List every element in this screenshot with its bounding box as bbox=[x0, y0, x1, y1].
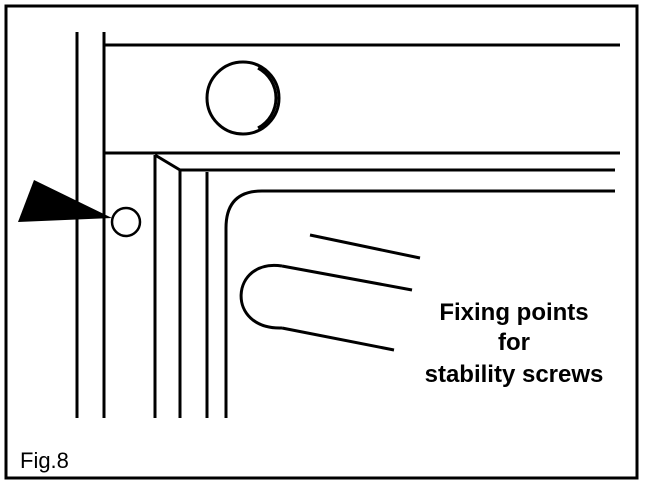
corner-bevel-line bbox=[154, 153, 181, 172]
caption-line-3: stability screws bbox=[424, 361, 604, 388]
guide-line-top bbox=[309, 233, 421, 260]
figure-label: Fig.8 bbox=[20, 448, 69, 473]
inner-rounded-corner bbox=[224, 189, 263, 229]
caption-line-1: Fixing points bbox=[439, 299, 589, 326]
fixing-hole-icon bbox=[110, 206, 142, 238]
runner-curve bbox=[239, 263, 283, 330]
guide-line-middle bbox=[281, 264, 413, 292]
guide-line-bottom bbox=[281, 326, 395, 352]
caption-line-2: for bbox=[498, 329, 530, 356]
pointer-arrow-icon bbox=[18, 180, 112, 222]
figure-frame bbox=[4, 4, 639, 480]
top-rail-plug-icon bbox=[205, 60, 281, 136]
